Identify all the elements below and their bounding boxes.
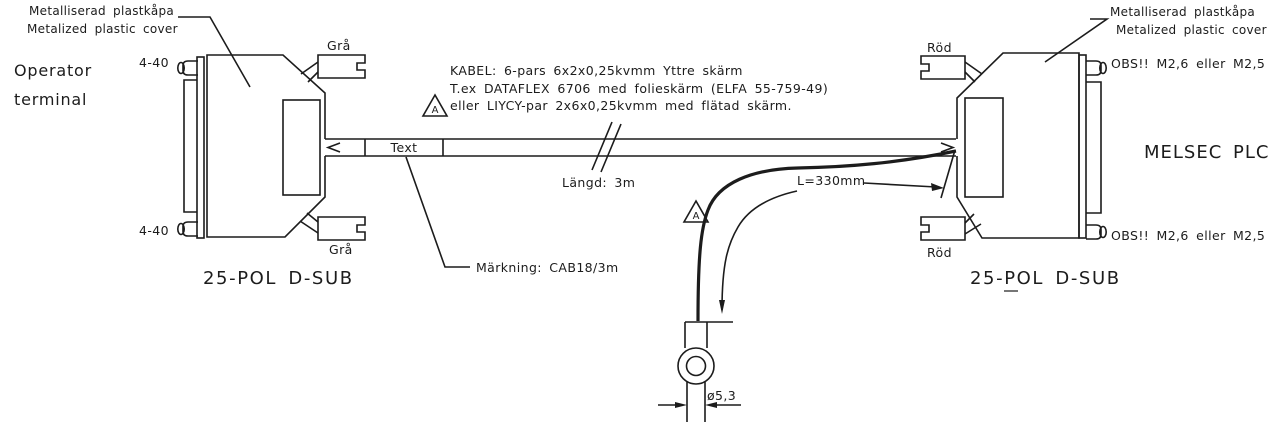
- ring-terminal: [658, 321, 741, 422]
- right-cover-label-line2: Metalized plastic cover: [1116, 23, 1267, 37]
- left-jackscrew-bottom-icon: [177, 221, 198, 237]
- note-ref-cable: A: [432, 105, 439, 116]
- right-connector-type-label: 25-POL D-SUB: [970, 268, 1121, 289]
- right-thumbscrew-bottom-icon: [920, 216, 966, 241]
- cable-length-label: Längd: 3m: [562, 175, 636, 190]
- cable-spec-line1: KABEL: 6-pars 6x2x0,25kvmm Yttre skärm: [450, 63, 743, 78]
- left-connector-type-label: 25-POL D-SUB: [203, 268, 354, 289]
- cable-spec-line2: T.ex DATAFLEX 6706 med folieskärm (ELFA …: [450, 81, 829, 96]
- left-device-name-line2: terminal: [14, 90, 88, 109]
- left-thumbscrew-bottom-icon: [317, 216, 366, 241]
- right-device-name: MELSEC PLC: [1144, 142, 1270, 163]
- cable-text-box-label: Text: [390, 140, 418, 155]
- right-thumbscrew-top-icon: [920, 55, 966, 80]
- left-thumbscrew-top-icon: [317, 54, 366, 79]
- left-device-name-line1: Operator: [14, 61, 93, 80]
- left-thumbscrew-top-label: Grå: [327, 38, 351, 53]
- leader-lines: [178, 16, 1110, 268]
- cable-spec-line3: eller LIYCY-par 2x6x0,25kvmm med flätad …: [450, 98, 792, 113]
- right-connector: [920, 52, 1108, 292]
- note-triangle-ground-icon: [682, 199, 710, 223]
- right-screw-note-top: OBS!! M2,6 eller M2,5: [1111, 56, 1266, 71]
- right-jackscrew-bottom-icon: [1086, 224, 1108, 240]
- ground-wire: [696, 149, 957, 322]
- left-cover-label-line1: Metalliserad plastkåpa: [29, 4, 175, 18]
- left-cover-label-line2: Metalized plastic cover: [27, 22, 178, 36]
- ground-wire-dimension: [719, 149, 956, 314]
- left-thumbscrew-bottom-label: Grå: [329, 242, 353, 257]
- left-jackscrew-top-label: 4-40: [139, 55, 169, 70]
- cable-marking-label: Märkning: CAB18/3m: [476, 260, 619, 275]
- left-jackscrew-top-icon: [177, 60, 198, 76]
- ground-wire-length-label: L=330mm: [797, 173, 866, 188]
- left-jackscrew-bottom-label: 4-40: [139, 223, 169, 238]
- note-triangle-cable-icon: [421, 93, 449, 117]
- ring-hole-diameter-label: ø5,3: [707, 388, 737, 403]
- left-connector: [177, 54, 366, 241]
- right-cover-label-line1: Metalliserad plastkåpa: [1110, 5, 1256, 19]
- right-thumbscrew-bottom-label: Röd: [927, 245, 952, 260]
- right-jackscrew-top-icon: [1086, 60, 1108, 76]
- right-screw-note-bottom: OBS!! M2,6 eller M2,5: [1111, 228, 1266, 243]
- right-thumbscrew-top-label: Röd: [927, 40, 952, 55]
- note-ref-ground: A: [693, 211, 700, 222]
- cable-lines: [325, 121, 956, 173]
